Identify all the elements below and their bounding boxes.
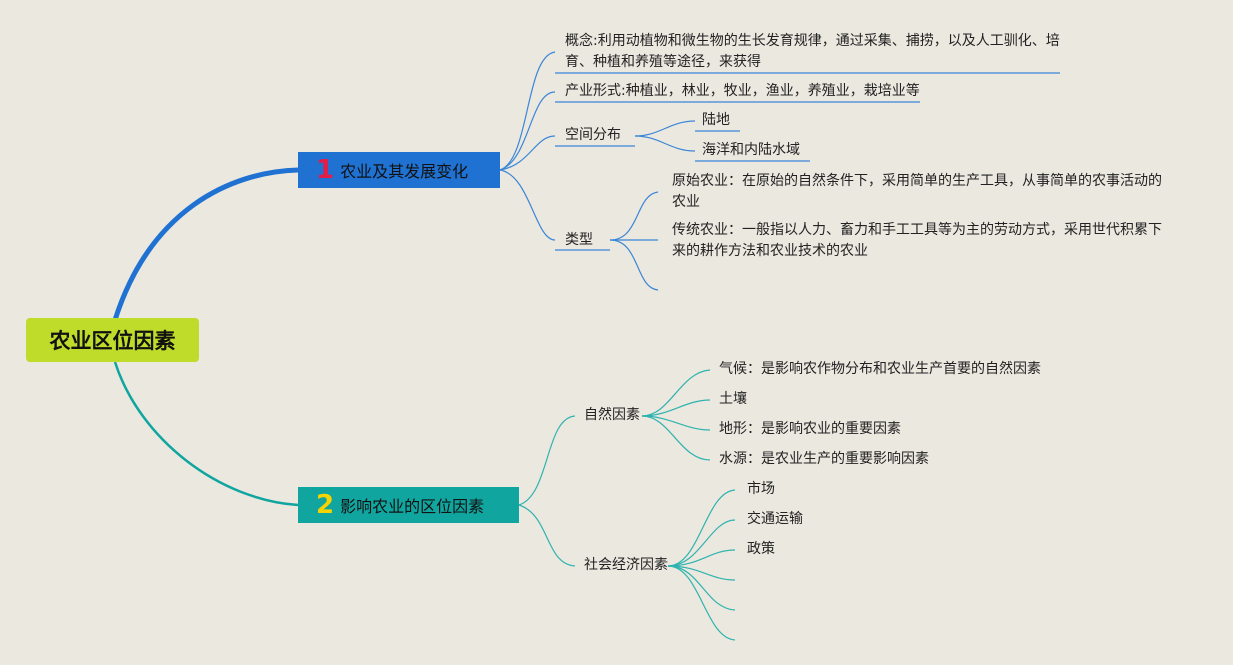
branch-number-badge: 1 xyxy=(316,155,335,185)
link-nat-4 xyxy=(641,415,711,461)
branch-number-badge: 2 xyxy=(316,490,335,520)
node-types[interactable]: 类型 xyxy=(565,232,593,248)
link-nat-3 xyxy=(641,415,711,431)
node-type-primitive[interactable]: 原始农业：在原始的自然条件下，采用简单的生产工具，从事简单的农事活动的农业 xyxy=(672,173,1162,210)
link-b1-distribution xyxy=(499,135,556,171)
node-soil[interactable]: 土壤 xyxy=(719,391,747,407)
root-node[interactable]: 农业区位因素 xyxy=(26,318,199,362)
link-b2-social xyxy=(518,504,576,567)
node-market[interactable]: 市场 xyxy=(747,481,775,497)
link-soc-1 xyxy=(667,489,736,567)
link-soc-2 xyxy=(667,519,736,567)
link-dist-land xyxy=(634,120,696,137)
node-policy[interactable]: 政策 xyxy=(747,541,775,557)
link-b1-forms xyxy=(499,91,556,171)
node-climate[interactable]: 气候：是影响农作物分布和农业生产首要的自然因素 xyxy=(719,361,1041,377)
node-water[interactable]: 水源：是农业生产的重要影响因素 xyxy=(719,451,929,467)
node-distribution[interactable]: 空间分布 xyxy=(565,127,621,143)
link-soc-5 xyxy=(667,565,736,611)
node-natural[interactable]: 自然因素 xyxy=(584,407,640,423)
link-types-3 xyxy=(609,239,659,291)
link-types-1 xyxy=(609,191,659,241)
link-b1-concept xyxy=(499,51,556,171)
root-label: 农业区位因素 xyxy=(49,329,176,353)
branch-label: 农业及其发展变化 xyxy=(340,162,469,181)
node-social[interactable]: 社会经济因素 xyxy=(584,557,668,573)
link-b2-natural xyxy=(518,415,576,506)
link-dist-sea xyxy=(634,135,696,152)
link-root-branch2 xyxy=(113,361,299,507)
link-b1-types xyxy=(499,169,556,241)
branch-node-1[interactable]: 1 农业及其发展变化 xyxy=(298,152,500,188)
link-nat-2 xyxy=(641,399,711,417)
node-land[interactable]: 陆地 xyxy=(702,112,730,128)
node-forms[interactable]: 产业形式:种植业，林业，牧业，渔业，养殖业，栽培业等 xyxy=(565,83,920,99)
node-terrain[interactable]: 地形：是影响农业的重要因素 xyxy=(719,421,901,437)
link-nat-1 xyxy=(641,369,711,417)
branch-node-2[interactable]: 2 影响农业的区位因素 xyxy=(298,487,519,523)
node-type-traditional[interactable]: 传统农业：一般指以人力、畜力和手工工具等为主的劳动方式，采用世代积累下来的耕作方… xyxy=(672,222,1162,259)
branch-label: 影响农业的区位因素 xyxy=(340,497,485,516)
node-concept[interactable]: 概念:利用动植物和微生物的生长发育规律，通过采集、捕捞，以及人工驯化、培育、种植… xyxy=(565,33,1060,70)
link-soc-4 xyxy=(667,565,736,581)
link-root-branch1 xyxy=(112,167,299,321)
link-soc-6 xyxy=(667,565,736,641)
node-transport[interactable]: 交通运输 xyxy=(747,511,803,527)
node-sea[interactable]: 海洋和内陆水域 xyxy=(702,142,800,158)
link-soc-3 xyxy=(667,549,736,567)
